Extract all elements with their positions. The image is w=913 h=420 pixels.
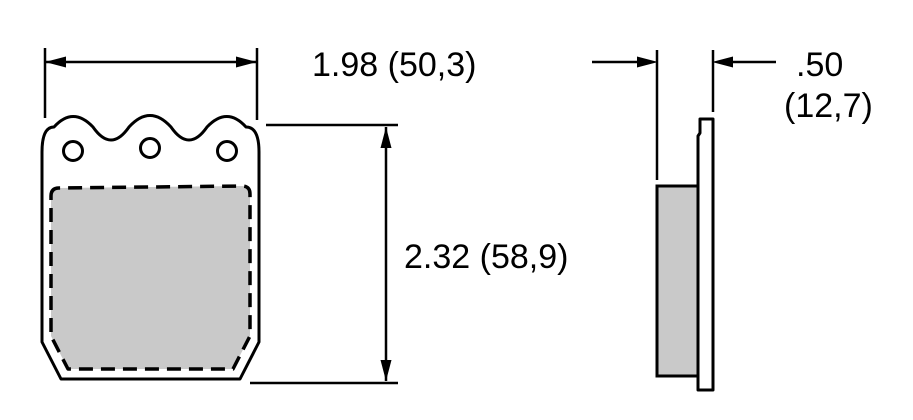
width-dimension-label: 1.98 (50,3) [312, 46, 476, 84]
height-dimension [250, 123, 398, 385]
height-arrowhead-top-icon [380, 127, 392, 148]
mounting-hole-1 [62, 140, 84, 162]
width-dimension [43, 48, 259, 120]
side-view [655, 117, 715, 392]
height-arrowhead-bottom-icon [380, 360, 392, 381]
friction-pad [49, 184, 252, 371]
mounting-hole-3 [216, 140, 238, 162]
width-arrowhead-left-icon [45, 56, 66, 68]
side-backing-plate [696, 117, 715, 392]
mounting-hole-2 [139, 137, 161, 159]
thickness-dimension-label-inches: .50 [796, 46, 843, 84]
side-friction-pad [655, 184, 700, 378]
thickness-arrowhead-left-icon [637, 56, 658, 68]
width-arrowhead-right-icon [236, 56, 257, 68]
thickness-arrowhead-right-icon [712, 56, 733, 68]
height-dimension-label: 2.32 (58,9) [404, 238, 568, 276]
thickness-dimension-label-metric: (12,7) [784, 87, 873, 125]
front-view [40, 114, 261, 381]
thickness-dimension [592, 50, 776, 180]
